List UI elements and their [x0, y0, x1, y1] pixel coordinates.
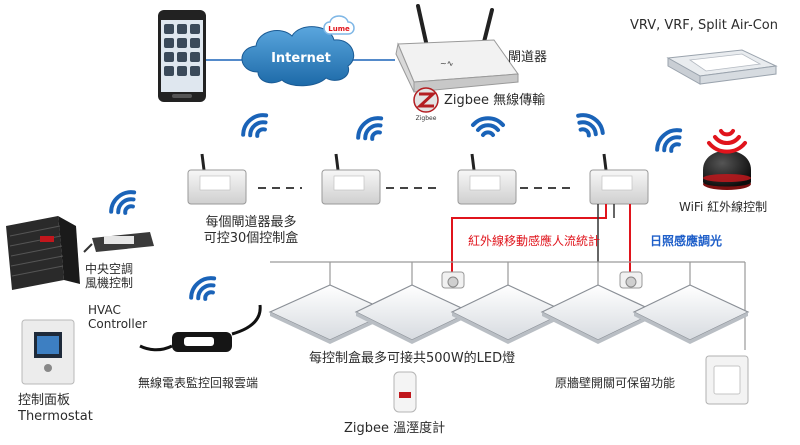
max-boxes-label: 每個閘道器最多 可控30個控制盒: [196, 215, 306, 246]
ir-motion-label: 紅外線移動感應人流統計: [468, 234, 601, 248]
aircon-cassette-icon: [666, 49, 778, 85]
wall-switch-label: 原牆壁開關可保留功能: [555, 376, 676, 390]
signal-waves-icon: [576, 113, 605, 138]
led-bus: [270, 261, 746, 350]
zigbee-wireless-label: Zigbee 無線傳輸: [444, 93, 546, 108]
smartphone-icon: [158, 10, 206, 102]
svg-text:~∿: ~∿: [440, 59, 453, 68]
temp-humidity-label: Zigbee 溫溼度計: [344, 421, 446, 436]
hvac-zh-label: 中央空調 風機控制: [74, 262, 144, 291]
gateway-router-icon: ~∿: [395, 4, 519, 93]
max-boxes-line2: 可控30個控制盒: [203, 230, 299, 246]
box4-wires: [597, 204, 615, 262]
daylight-label: 日照感應調光: [650, 234, 723, 248]
zigbee-logo-icon: [413, 87, 439, 113]
zigbee-logo-text: Zigbee: [416, 115, 437, 122]
aircon-label: VRV, VRF, Split Air-Con: [630, 18, 778, 33]
gateway-label: 閘道器: [508, 50, 548, 65]
lume-label: Lume: [328, 25, 350, 33]
hvac-en-line2: Controller: [88, 317, 148, 332]
signal-waves-icon: [109, 190, 137, 215]
control-box-1: [187, 153, 247, 205]
panel-en-label: Thermostat: [18, 408, 93, 424]
ir-waves-icon: [707, 129, 747, 154]
internet-label: Internet: [271, 51, 331, 66]
signal-waves-icon: [471, 116, 505, 137]
hvac-zh-line1: 中央空調: [84, 262, 133, 276]
power-meter-label: 無線電表監控回報雲端: [138, 376, 259, 390]
thermostat-panel-icon: [21, 319, 75, 385]
panel-zh-label: 控制面板: [18, 393, 71, 408]
hvac-en-label: HVAC Controller: [88, 303, 147, 332]
max-boxes-line1: 每個閘道器最多: [205, 215, 297, 230]
signal-waves-icon: [241, 113, 269, 138]
panel-label: 控制面板 Thermostat: [18, 393, 93, 424]
lume-badge-icon: [323, 15, 355, 35]
control-box-2: [321, 153, 381, 205]
led-capacity-label: 每控制盒最多可接共500W的LED燈: [309, 351, 516, 366]
control-box-4: [589, 153, 649, 205]
internet-cloud-icon: [241, 26, 355, 87]
power-meter-icon: [139, 304, 262, 352]
ir-motion-sensor-2-icon: [619, 271, 643, 289]
hvac-en-line1: HVAC: [88, 303, 121, 317]
temp-humidity-sensor-icon: [393, 371, 417, 413]
ir-motion-sensor-1-icon: [441, 271, 465, 289]
ir-sensor-wiring: [451, 204, 631, 272]
signal-waves-icon: [356, 116, 384, 141]
wifi-ir-controller-icon: [703, 150, 751, 190]
signal-waves-icon: [655, 128, 683, 153]
signal-waves-icon: [189, 276, 217, 301]
led-panel-5: [632, 284, 750, 344]
control-box-3: [457, 153, 517, 205]
hvac-outdoor-unit-icon: [6, 216, 80, 290]
hvac-zh-line2: 風機控制: [84, 276, 133, 291]
wifi-ir-label: WiFi 紅外線控制: [679, 200, 768, 214]
wifi-waves-group: [109, 113, 747, 301]
hvac-controller-module-icon: [83, 232, 154, 253]
wall-switch-icon: [705, 355, 749, 405]
